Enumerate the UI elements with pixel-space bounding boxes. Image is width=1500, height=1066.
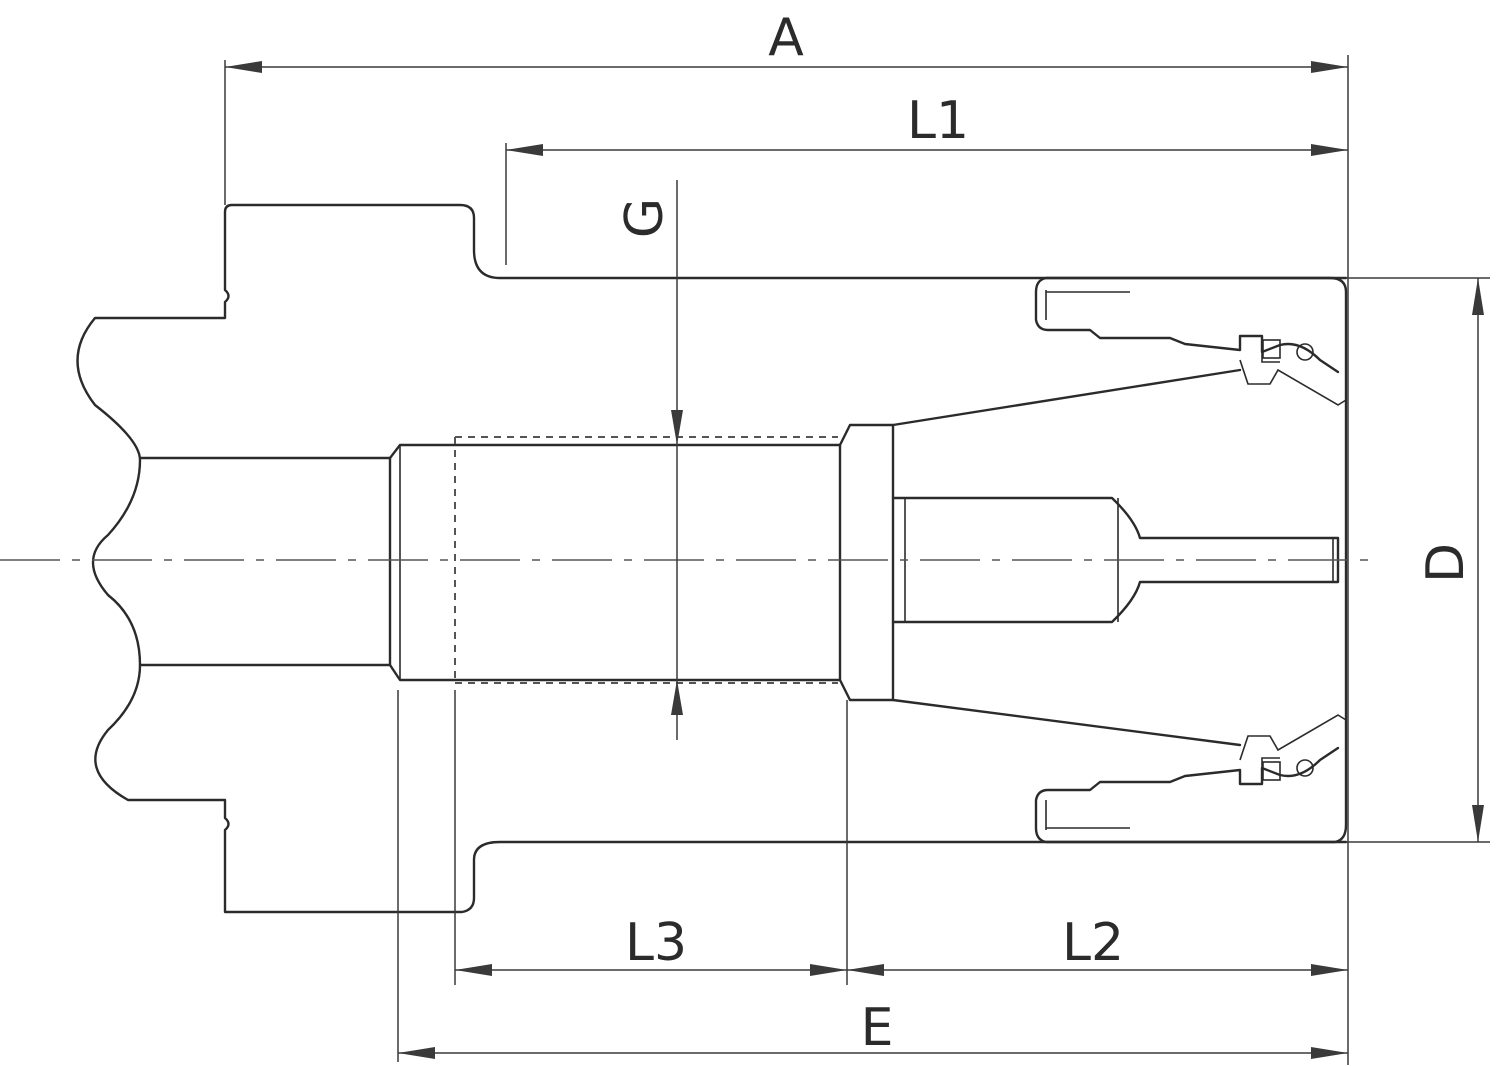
dimension-E: E [398,998,1348,1059]
label-L1: L1 [907,91,969,151]
dimension-G: G [615,180,683,740]
dimension-L3: L3 [455,913,847,976]
dimension-L2: L2 [847,913,1348,976]
dimension-A: A [225,8,1348,73]
label-L2: L2 [1062,913,1124,973]
label-A: A [768,8,804,68]
hidden-thread [454,436,838,684]
extension-lines [224,55,1490,1065]
label-L3: L3 [625,913,687,973]
holder-body [76,203,1348,914]
dimension-D: D [1416,278,1484,842]
label-E: E [861,998,894,1058]
dimension-L1: L1 [506,91,1348,156]
label-D: D [1416,543,1476,583]
label-G: G [615,198,675,238]
